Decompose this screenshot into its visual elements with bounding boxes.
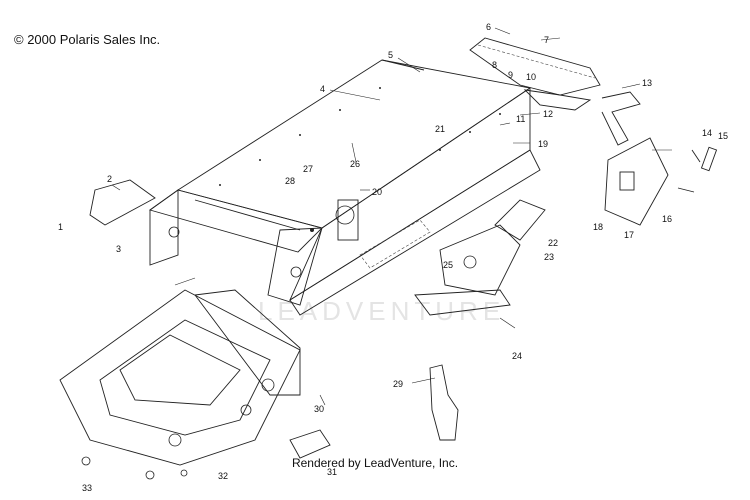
bracket-2	[89, 179, 156, 226]
callout-9: 9	[508, 70, 513, 80]
callout-1: 1	[58, 222, 63, 232]
callout-19: 19	[538, 139, 548, 149]
callout-22: 22	[548, 238, 558, 248]
callout-20: 20	[372, 187, 382, 197]
callout-33: 33	[82, 483, 92, 493]
callout-25: 25	[443, 260, 453, 270]
copyright-notice: © 2000 Polaris Sales Inc.	[14, 32, 161, 47]
callout-3: 3	[116, 244, 121, 254]
callout-12: 12	[543, 109, 553, 119]
callout-24: 24	[512, 351, 522, 361]
callout-10: 10	[526, 72, 536, 82]
callout-2: 2	[107, 174, 112, 184]
callout-18: 18	[593, 222, 603, 232]
callout-4: 4	[320, 84, 325, 94]
running-board	[289, 149, 541, 316]
callout-14: 14	[702, 128, 712, 138]
footer-credit: Rendered by LeadVenture, Inc.	[291, 456, 459, 470]
callout-7: 7	[544, 35, 549, 45]
callout-13: 13	[642, 78, 652, 88]
callout-31: 31	[327, 467, 337, 477]
callout-26: 26	[350, 159, 360, 169]
callout-29: 29	[393, 379, 403, 389]
callout-27: 27	[303, 164, 313, 174]
rear-flap	[469, 37, 601, 111]
callout-32: 32	[218, 471, 228, 481]
small-hardware	[677, 146, 718, 193]
callout-16: 16	[662, 214, 672, 224]
callout-15: 15	[718, 131, 728, 141]
callout-8: 8	[492, 60, 497, 70]
side-plate	[604, 137, 672, 226]
callout-17: 17	[624, 230, 634, 240]
seat-bracket	[414, 199, 546, 316]
bracket-29	[429, 364, 459, 441]
leader-lines	[111, 27, 641, 406]
clip-31	[289, 429, 331, 459]
callout-21: 21	[435, 124, 445, 134]
rear-bracket	[601, 91, 641, 146]
callout-30: 30	[314, 404, 324, 414]
callout-5: 5	[388, 50, 393, 60]
belly-pan	[59, 289, 301, 480]
callout-23: 23	[544, 252, 554, 262]
callout-6: 6	[486, 22, 491, 32]
callout-28: 28	[285, 176, 295, 186]
callout-11: 11	[516, 114, 525, 124]
